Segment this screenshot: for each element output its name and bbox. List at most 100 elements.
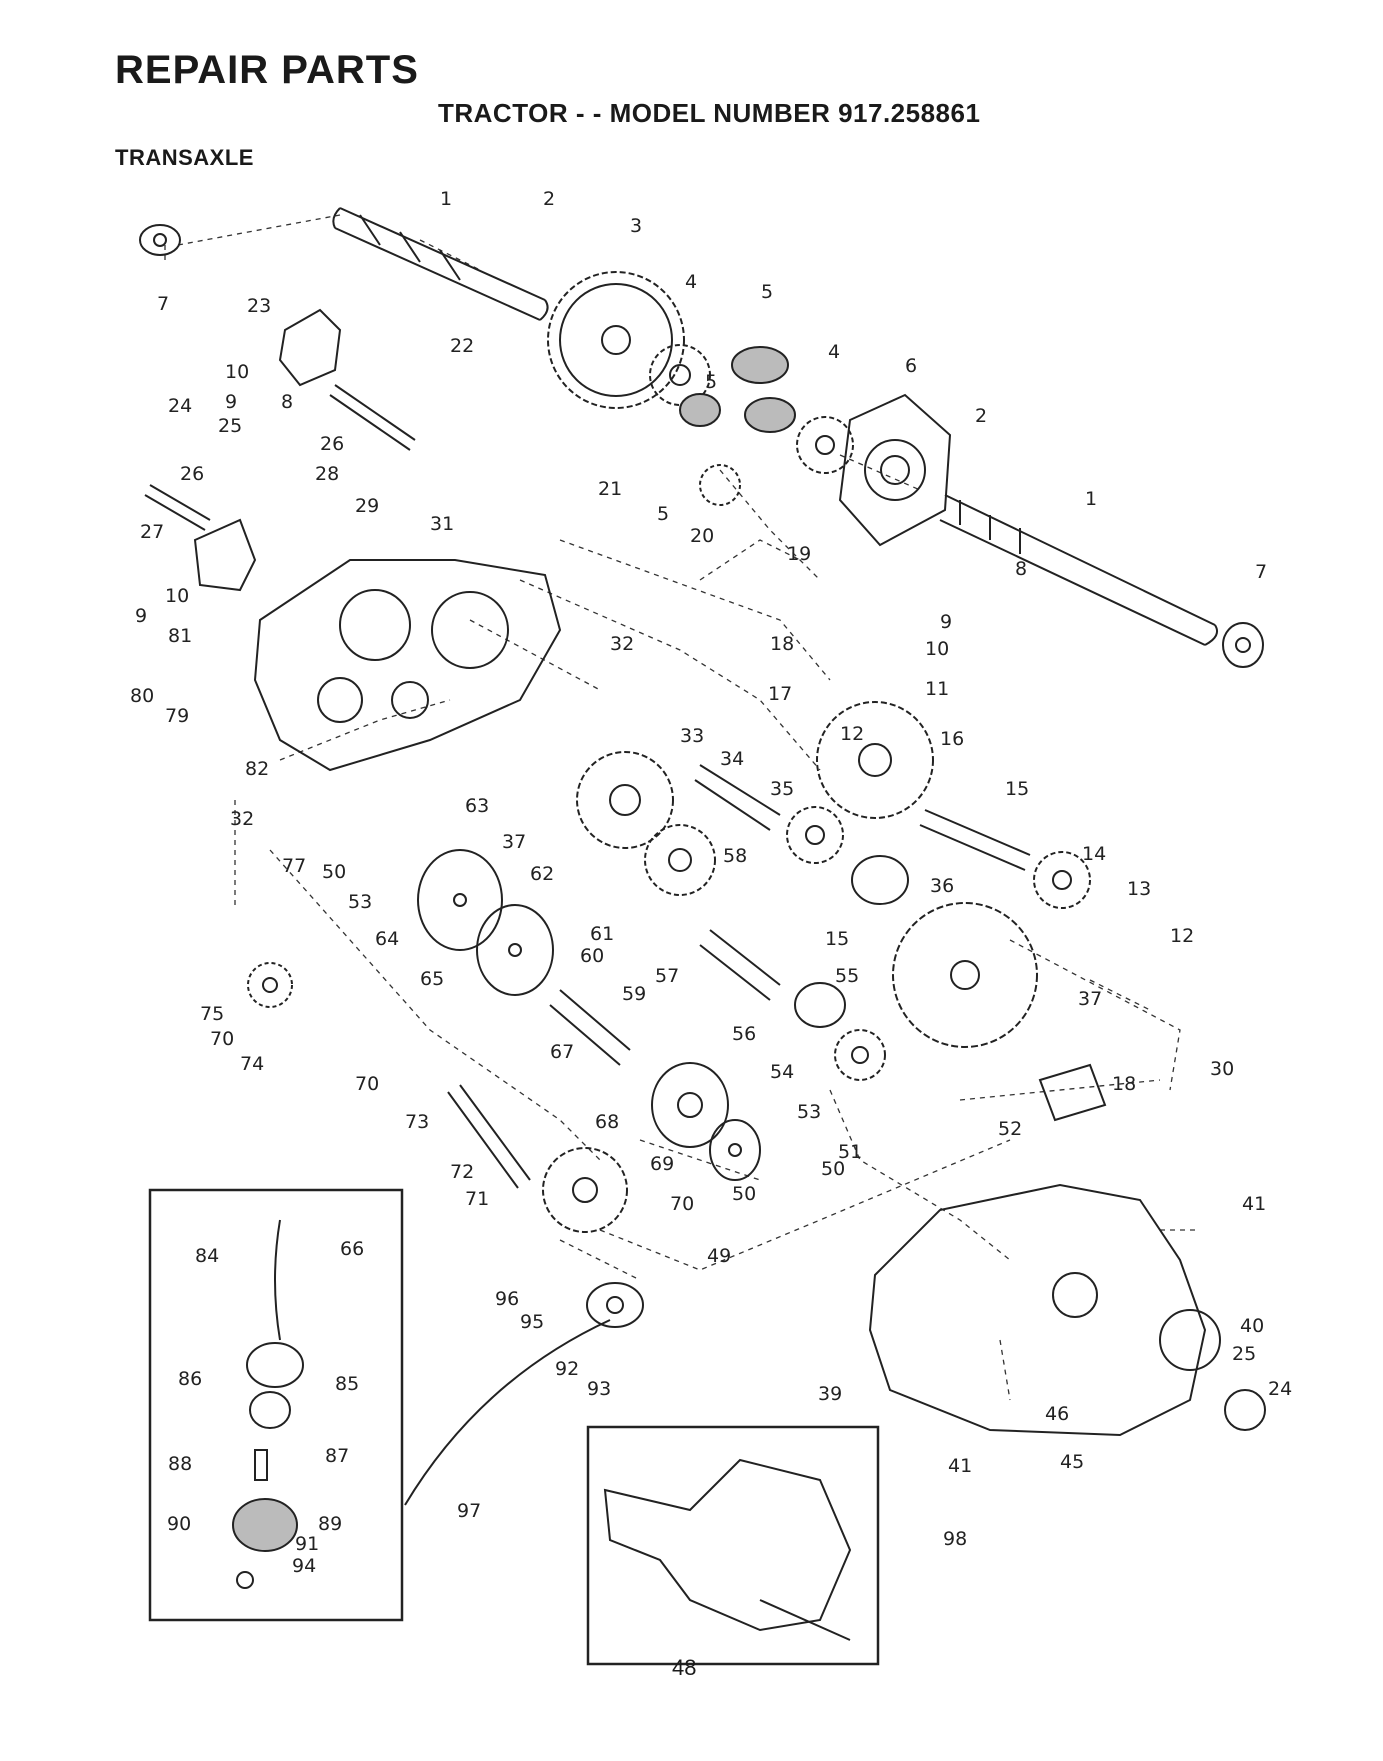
callout-50: 50 <box>322 861 346 883</box>
callout-24: 24 <box>1268 1378 1292 1400</box>
callout-41: 41 <box>1242 1193 1266 1215</box>
bushing-36 <box>851 855 909 905</box>
callout-82: 82 <box>245 758 269 780</box>
callout-80: 80 <box>130 685 154 707</box>
callout-37: 37 <box>1078 988 1102 1010</box>
callout-2: 2 <box>543 188 555 210</box>
callout-14: 14 <box>1082 843 1106 865</box>
flange-7-left <box>139 224 181 256</box>
callout-62: 62 <box>530 863 554 885</box>
callout-67: 67 <box>550 1041 574 1063</box>
page-number: 48 <box>672 1655 697 1680</box>
callout-32: 32 <box>610 633 634 655</box>
gear-58 <box>786 806 844 864</box>
callout-35: 35 <box>770 778 794 800</box>
callout-11: 11 <box>925 678 949 700</box>
callout-10: 10 <box>925 638 949 660</box>
callout-5: 5 <box>657 503 669 525</box>
section-heading: TRANSAXLE <box>115 145 254 170</box>
callout-34: 34 <box>720 748 744 770</box>
callout-4: 4 <box>685 271 697 293</box>
callout-4: 4 <box>828 341 840 363</box>
callout-97: 97 <box>457 1500 481 1522</box>
callout-18: 18 <box>770 633 794 655</box>
callout-30: 30 <box>1210 1058 1234 1080</box>
callout-2: 2 <box>975 405 987 427</box>
callout-18: 18 <box>1112 1073 1136 1095</box>
callout-70: 70 <box>210 1028 234 1050</box>
callout-51: 51 <box>838 1141 862 1163</box>
callout-41: 41 <box>948 1455 972 1477</box>
callout-56: 56 <box>732 1023 756 1045</box>
disc-65 <box>476 904 554 996</box>
callout-58: 58 <box>723 845 747 867</box>
shaft-right <box>939 494 1218 646</box>
callout-95: 95 <box>520 1311 544 1333</box>
callout-36: 36 <box>930 875 954 897</box>
callout-19: 19 <box>787 543 811 565</box>
callout-81: 81 <box>168 625 192 647</box>
callout-5: 5 <box>705 371 717 393</box>
callout-7: 7 <box>157 293 169 315</box>
callout-63: 63 <box>465 795 489 817</box>
callout-40: 40 <box>1240 1315 1264 1337</box>
shaft-59 <box>549 989 631 1066</box>
callout-93: 93 <box>587 1378 611 1400</box>
callout-94: 94 <box>292 1555 316 1577</box>
shaft-57 <box>699 929 781 1001</box>
gear-4-upper <box>649 344 711 406</box>
flange-7-right <box>1222 622 1264 668</box>
shaft-35 <box>694 764 781 831</box>
callout-96: 96 <box>495 1288 519 1310</box>
callout-87: 87 <box>325 1445 349 1467</box>
callout-73: 73 <box>405 1111 429 1133</box>
callout-72: 72 <box>450 1161 474 1183</box>
page-title: REPAIR PARTS <box>115 48 419 92</box>
callout-27: 27 <box>140 521 164 543</box>
bushing-18-lower <box>1038 1063 1107 1122</box>
callout-6: 6 <box>905 355 917 377</box>
disc-68 <box>651 1062 729 1148</box>
callout-10: 10 <box>165 585 189 607</box>
callout-66: 66 <box>340 1238 364 1260</box>
shaft-72 <box>447 1084 531 1189</box>
callout-86: 86 <box>178 1368 202 1390</box>
gear-3 <box>547 271 685 409</box>
callout-52: 52 <box>998 1118 1022 1140</box>
callout-26: 26 <box>320 433 344 455</box>
callout-70: 70 <box>670 1193 694 1215</box>
callout-15: 15 <box>825 928 849 950</box>
callout-49: 49 <box>707 1245 731 1267</box>
callout-33: 33 <box>680 725 704 747</box>
callout-57: 57 <box>655 965 679 987</box>
shift-rail-26 <box>144 384 416 531</box>
callout-89: 89 <box>318 1513 342 1535</box>
disc-64 <box>417 849 503 951</box>
gear-62 <box>576 751 674 849</box>
callout-74: 74 <box>240 1053 264 1075</box>
gear-4-lower <box>796 416 854 474</box>
callout-71: 71 <box>465 1188 489 1210</box>
callout-23: 23 <box>247 295 271 317</box>
callout-84: 84 <box>195 1245 219 1267</box>
callout-53: 53 <box>348 891 372 913</box>
gear-54 <box>834 1029 886 1081</box>
callout-9: 9 <box>135 605 147 627</box>
case-half-31 <box>253 559 562 772</box>
callout-68: 68 <box>595 1111 619 1133</box>
gear-71 <box>542 1147 628 1233</box>
callout-50: 50 <box>821 1158 845 1180</box>
inset-box-right <box>586 1425 880 1666</box>
inset-box-left <box>148 1188 404 1622</box>
bearing-flange-6 <box>838 393 952 547</box>
callout-9: 9 <box>940 611 952 633</box>
callout-25: 25 <box>218 415 242 437</box>
shaft-left <box>332 207 549 321</box>
shaft-14 <box>919 809 1031 871</box>
callout-9: 9 <box>225 391 237 413</box>
callout-75: 75 <box>200 1003 224 1025</box>
callout-24: 24 <box>168 395 192 417</box>
callout-45: 45 <box>1060 1451 1084 1473</box>
callout-69: 69 <box>650 1153 674 1175</box>
